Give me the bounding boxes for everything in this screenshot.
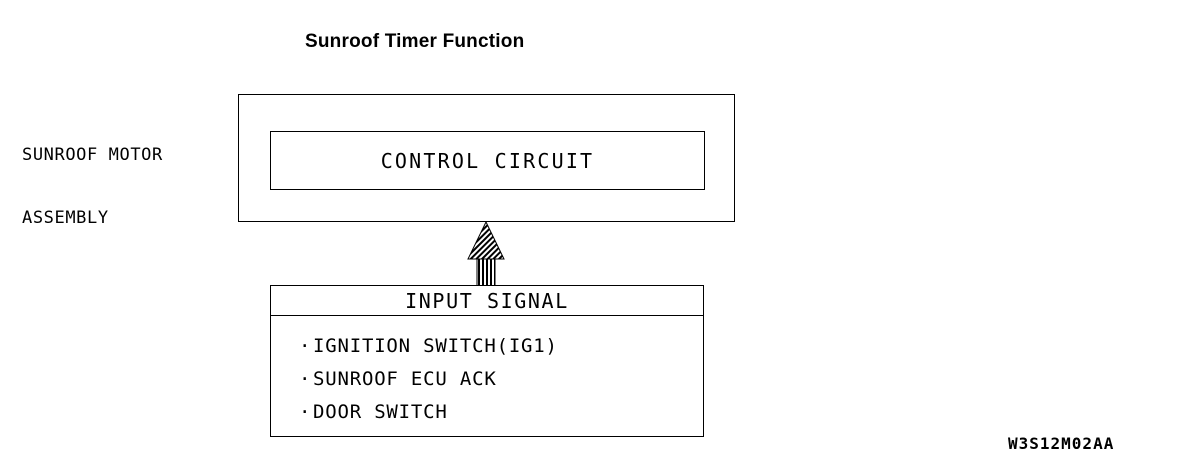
control-circuit-label: CONTROL CIRCUIT (380, 148, 595, 173)
list-item: ·IGNITION SWITCH(IG1) (299, 330, 703, 363)
assembly-label-line-1: SUNROOF MOTOR (22, 145, 163, 165)
assembly-label: SUNROOF MOTOR ASSEMBLY (22, 103, 163, 250)
list-item-label: DOOR SWITCH (313, 401, 448, 423)
list-item-label: SUNROOF ECU ACK (313, 368, 497, 390)
bullet-icon: · (299, 368, 312, 390)
list-item-label: IGNITION SWITCH(IG1) (313, 335, 558, 357)
list-item: ·DOOR SWITCH (299, 396, 703, 429)
bullet-icon: · (299, 335, 312, 357)
input-signal-list: ·IGNITION SWITCH(IG1) ·SUNROOF ECU ACK ·… (271, 316, 703, 429)
input-signal-box: INPUT SIGNAL ·IGNITION SWITCH(IG1) ·SUNR… (270, 285, 704, 437)
assembly-label-line-2: ASSEMBLY (22, 208, 109, 228)
page-title: Sunroof Timer Function (305, 31, 525, 52)
figure-code: W3S12M02AA (1008, 434, 1115, 453)
input-signal-header: INPUT SIGNAL (271, 286, 703, 316)
input-signal-arrow-icon (462, 220, 510, 288)
list-item: ·SUNROOF ECU ACK (299, 363, 703, 396)
control-circuit-box: CONTROL CIRCUIT (270, 131, 705, 190)
input-signal-title: INPUT SIGNAL (405, 288, 569, 313)
bullet-icon: · (299, 401, 312, 423)
